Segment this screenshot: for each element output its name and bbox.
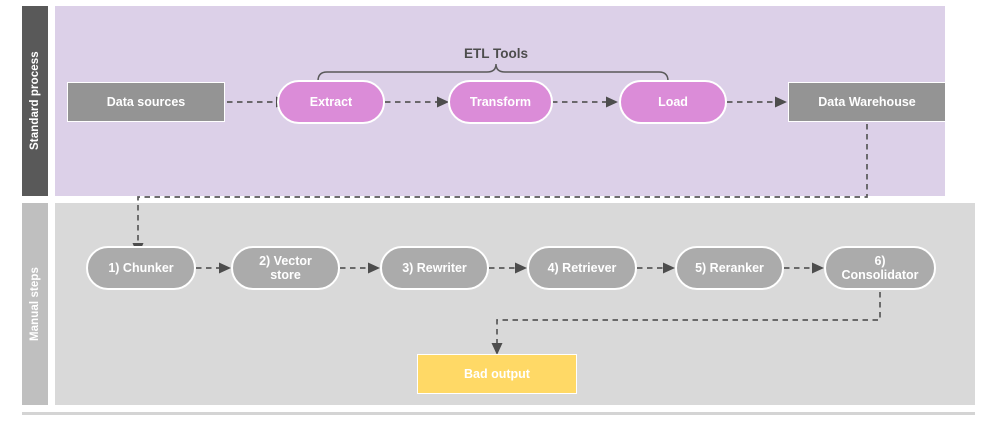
node-transform-label: Transform <box>469 95 532 109</box>
node-rewriter[interactable]: 3) Rewriter <box>380 246 489 290</box>
node-data-warehouse-label: Data Warehouse <box>818 95 916 109</box>
node-data-warehouse[interactable]: Data Warehouse <box>788 82 946 122</box>
flow-extract-to-transform <box>385 96 449 108</box>
node-load-label: Load <box>658 95 688 109</box>
node-load[interactable]: Load <box>619 80 727 124</box>
etl-tools-label: ETL Tools <box>464 46 528 61</box>
flow-reranker-to-consolidator <box>784 262 824 274</box>
node-vector-store-label-line2: store <box>270 268 301 282</box>
node-consolidator-label-line2: Consolidator <box>841 268 919 282</box>
node-transform[interactable]: Transform <box>448 80 553 124</box>
flow-rewriter-to-retriever <box>489 262 527 274</box>
flow-data-warehouse-to-chunker <box>132 124 868 256</box>
flow-retriever-to-reranker <box>637 262 675 274</box>
node-retriever-label: 4) Retriever <box>547 261 617 275</box>
node-chunker-label: 1) Chunker <box>108 261 174 275</box>
node-reranker[interactable]: 5) Reranker <box>675 246 784 290</box>
etl-tools-brace <box>317 63 669 82</box>
node-extract-label: Extract <box>309 95 353 109</box>
node-consolidator[interactable]: 6) Consolidator <box>824 246 936 290</box>
node-retriever[interactable]: 4) Retriever <box>527 246 637 290</box>
flow-vector-store-to-rewriter <box>340 262 380 274</box>
bottom-divider <box>22 412 975 415</box>
flow-chunker-to-vector-store <box>196 262 231 274</box>
node-bad-output-label: Bad output <box>464 367 530 381</box>
node-rewriter-label: 3) Rewriter <box>402 261 467 275</box>
node-data-sources-label: Data sources <box>106 95 186 109</box>
node-vector-store-label-line1: 2) Vector <box>259 254 312 268</box>
node-chunker[interactable]: 1) Chunker <box>86 246 196 290</box>
flow-load-to-data-warehouse <box>727 96 787 108</box>
node-vector-store[interactable]: 2) Vector store <box>231 246 340 290</box>
node-consolidator-label-line1: 6) <box>874 254 886 268</box>
node-bad-output[interactable]: Bad output <box>417 354 577 394</box>
flow-consolidator-to-bad-output <box>491 292 881 355</box>
flow-transform-to-load <box>552 96 618 108</box>
node-data-sources[interactable]: Data sources <box>67 82 225 122</box>
node-extract[interactable]: Extract <box>277 80 385 124</box>
node-reranker-label: 5) Reranker <box>695 261 764 275</box>
